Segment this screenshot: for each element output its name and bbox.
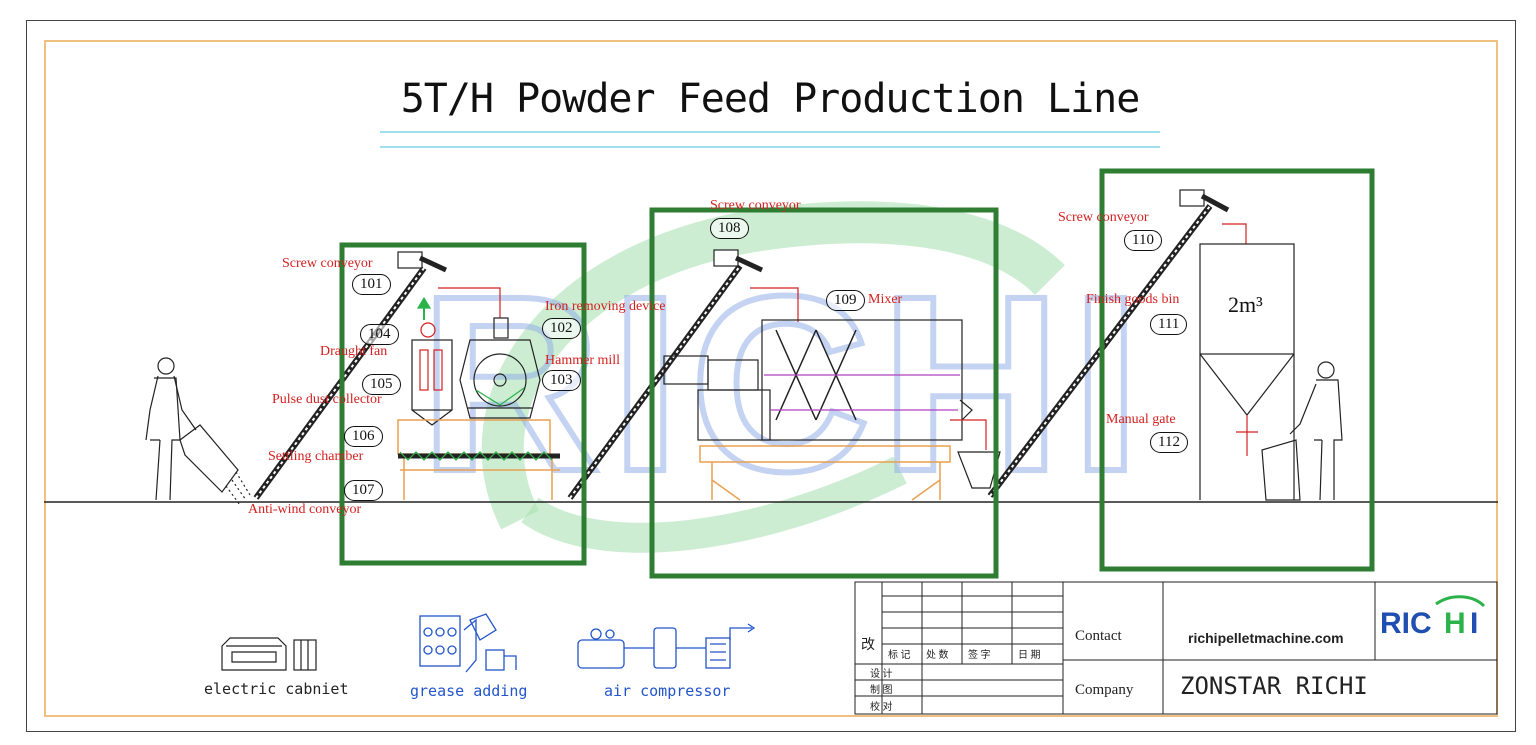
tb-company-value: ZONSTAR RICHI xyxy=(1180,672,1368,700)
grease-adding-icon xyxy=(419,613,517,673)
callout-102: 102 xyxy=(542,318,581,339)
label-settling-chamber: Settling chamber xyxy=(268,449,364,464)
label-screw-conveyor-110: Screw conveyor xyxy=(1058,210,1149,225)
callout-104: 104 xyxy=(360,324,399,345)
label-anti-wind-conveyor: Anti-wind conveyor xyxy=(248,502,362,517)
label-screw-conveyor-101: Screw conveyor xyxy=(282,256,373,271)
drawing-inner-frame xyxy=(44,40,1498,717)
tb-drafter: 制 图 xyxy=(870,685,893,696)
section-box-grinding xyxy=(339,242,587,566)
section-box-storage xyxy=(1099,168,1375,572)
callout-111: 111 xyxy=(1150,314,1188,335)
tb-contact-label: Contact xyxy=(1075,628,1122,644)
callout-107: 107 xyxy=(344,480,383,501)
finish-goods-bin xyxy=(1199,243,1295,500)
worker-left-figure xyxy=(145,357,251,506)
air-compressor-icon xyxy=(577,623,756,669)
svg-text:H: H xyxy=(1444,607,1466,640)
label-mixer: Mixer xyxy=(868,292,903,307)
label-draught-fan: Draught fan xyxy=(320,344,388,359)
callout-110: 110 xyxy=(1124,230,1162,251)
screw-conveyor-108 xyxy=(567,249,799,500)
electric-cabinet-icon xyxy=(221,637,317,671)
hammer-mill xyxy=(438,287,541,419)
callout-105: 105 xyxy=(362,374,401,395)
tb-designer: 设 计 xyxy=(870,669,893,680)
callout-109: 109 xyxy=(826,290,865,311)
svg-text:I: I xyxy=(1470,607,1478,640)
tb-header-mark: 标 记 xyxy=(888,650,911,661)
tb-contact-value[interactable]: richipelletmachine.com xyxy=(1188,630,1344,646)
label-electric-cabinet: electric cabniet xyxy=(204,680,349,698)
callout-108: 108 xyxy=(710,218,749,239)
callout-106: 106 xyxy=(344,426,383,447)
title-block xyxy=(854,581,1498,715)
tb-header-sign: 签 字 xyxy=(968,650,991,661)
bin-capacity: 2m³ xyxy=(1228,292,1263,317)
mixer-support-frame xyxy=(699,445,951,501)
tb-header-date: 日 期 xyxy=(1018,650,1041,661)
label-air-compressor: air compressor xyxy=(604,682,731,700)
callout-103: 103 xyxy=(542,370,581,391)
label-screw-conveyor-108: Screw conveyor xyxy=(710,198,801,213)
page-title: 5T/H Powder Feed Production Line xyxy=(400,76,1141,122)
logo-text: RIC xyxy=(1380,607,1432,640)
tb-header-count: 处 数 xyxy=(926,650,949,661)
label-pulse-dust-collector: Pulse dust collector xyxy=(272,392,382,407)
richi-watermark: RICHI xyxy=(417,201,1151,553)
label-manual-gate: Manual gate xyxy=(1106,412,1176,427)
callout-112: 112 xyxy=(1150,432,1188,453)
label-grease-adding: grease adding xyxy=(410,682,528,700)
section-box-mixing xyxy=(649,207,999,579)
label-hammer-mill: Hammer mill xyxy=(545,353,621,368)
tb-checker: 校 对 xyxy=(870,702,893,713)
label-iron-removing-device: Iron removing device xyxy=(545,299,666,314)
pulse-dust-collector xyxy=(411,296,453,426)
anti-wind-conveyor xyxy=(398,451,560,461)
watermark-text: RICHI xyxy=(420,244,1151,523)
tb-revision-mark: 改 xyxy=(861,638,875,653)
mixer xyxy=(663,319,987,450)
label-finish-goods-bin: Finish goods bin xyxy=(1086,292,1180,307)
drawing-outer-frame xyxy=(26,20,1516,732)
worker-right-figure xyxy=(1261,361,1343,501)
callout-101: 101 xyxy=(352,274,391,295)
tb-company-label: Company xyxy=(1075,682,1134,698)
richi-logo: RIC H I xyxy=(1380,595,1486,640)
